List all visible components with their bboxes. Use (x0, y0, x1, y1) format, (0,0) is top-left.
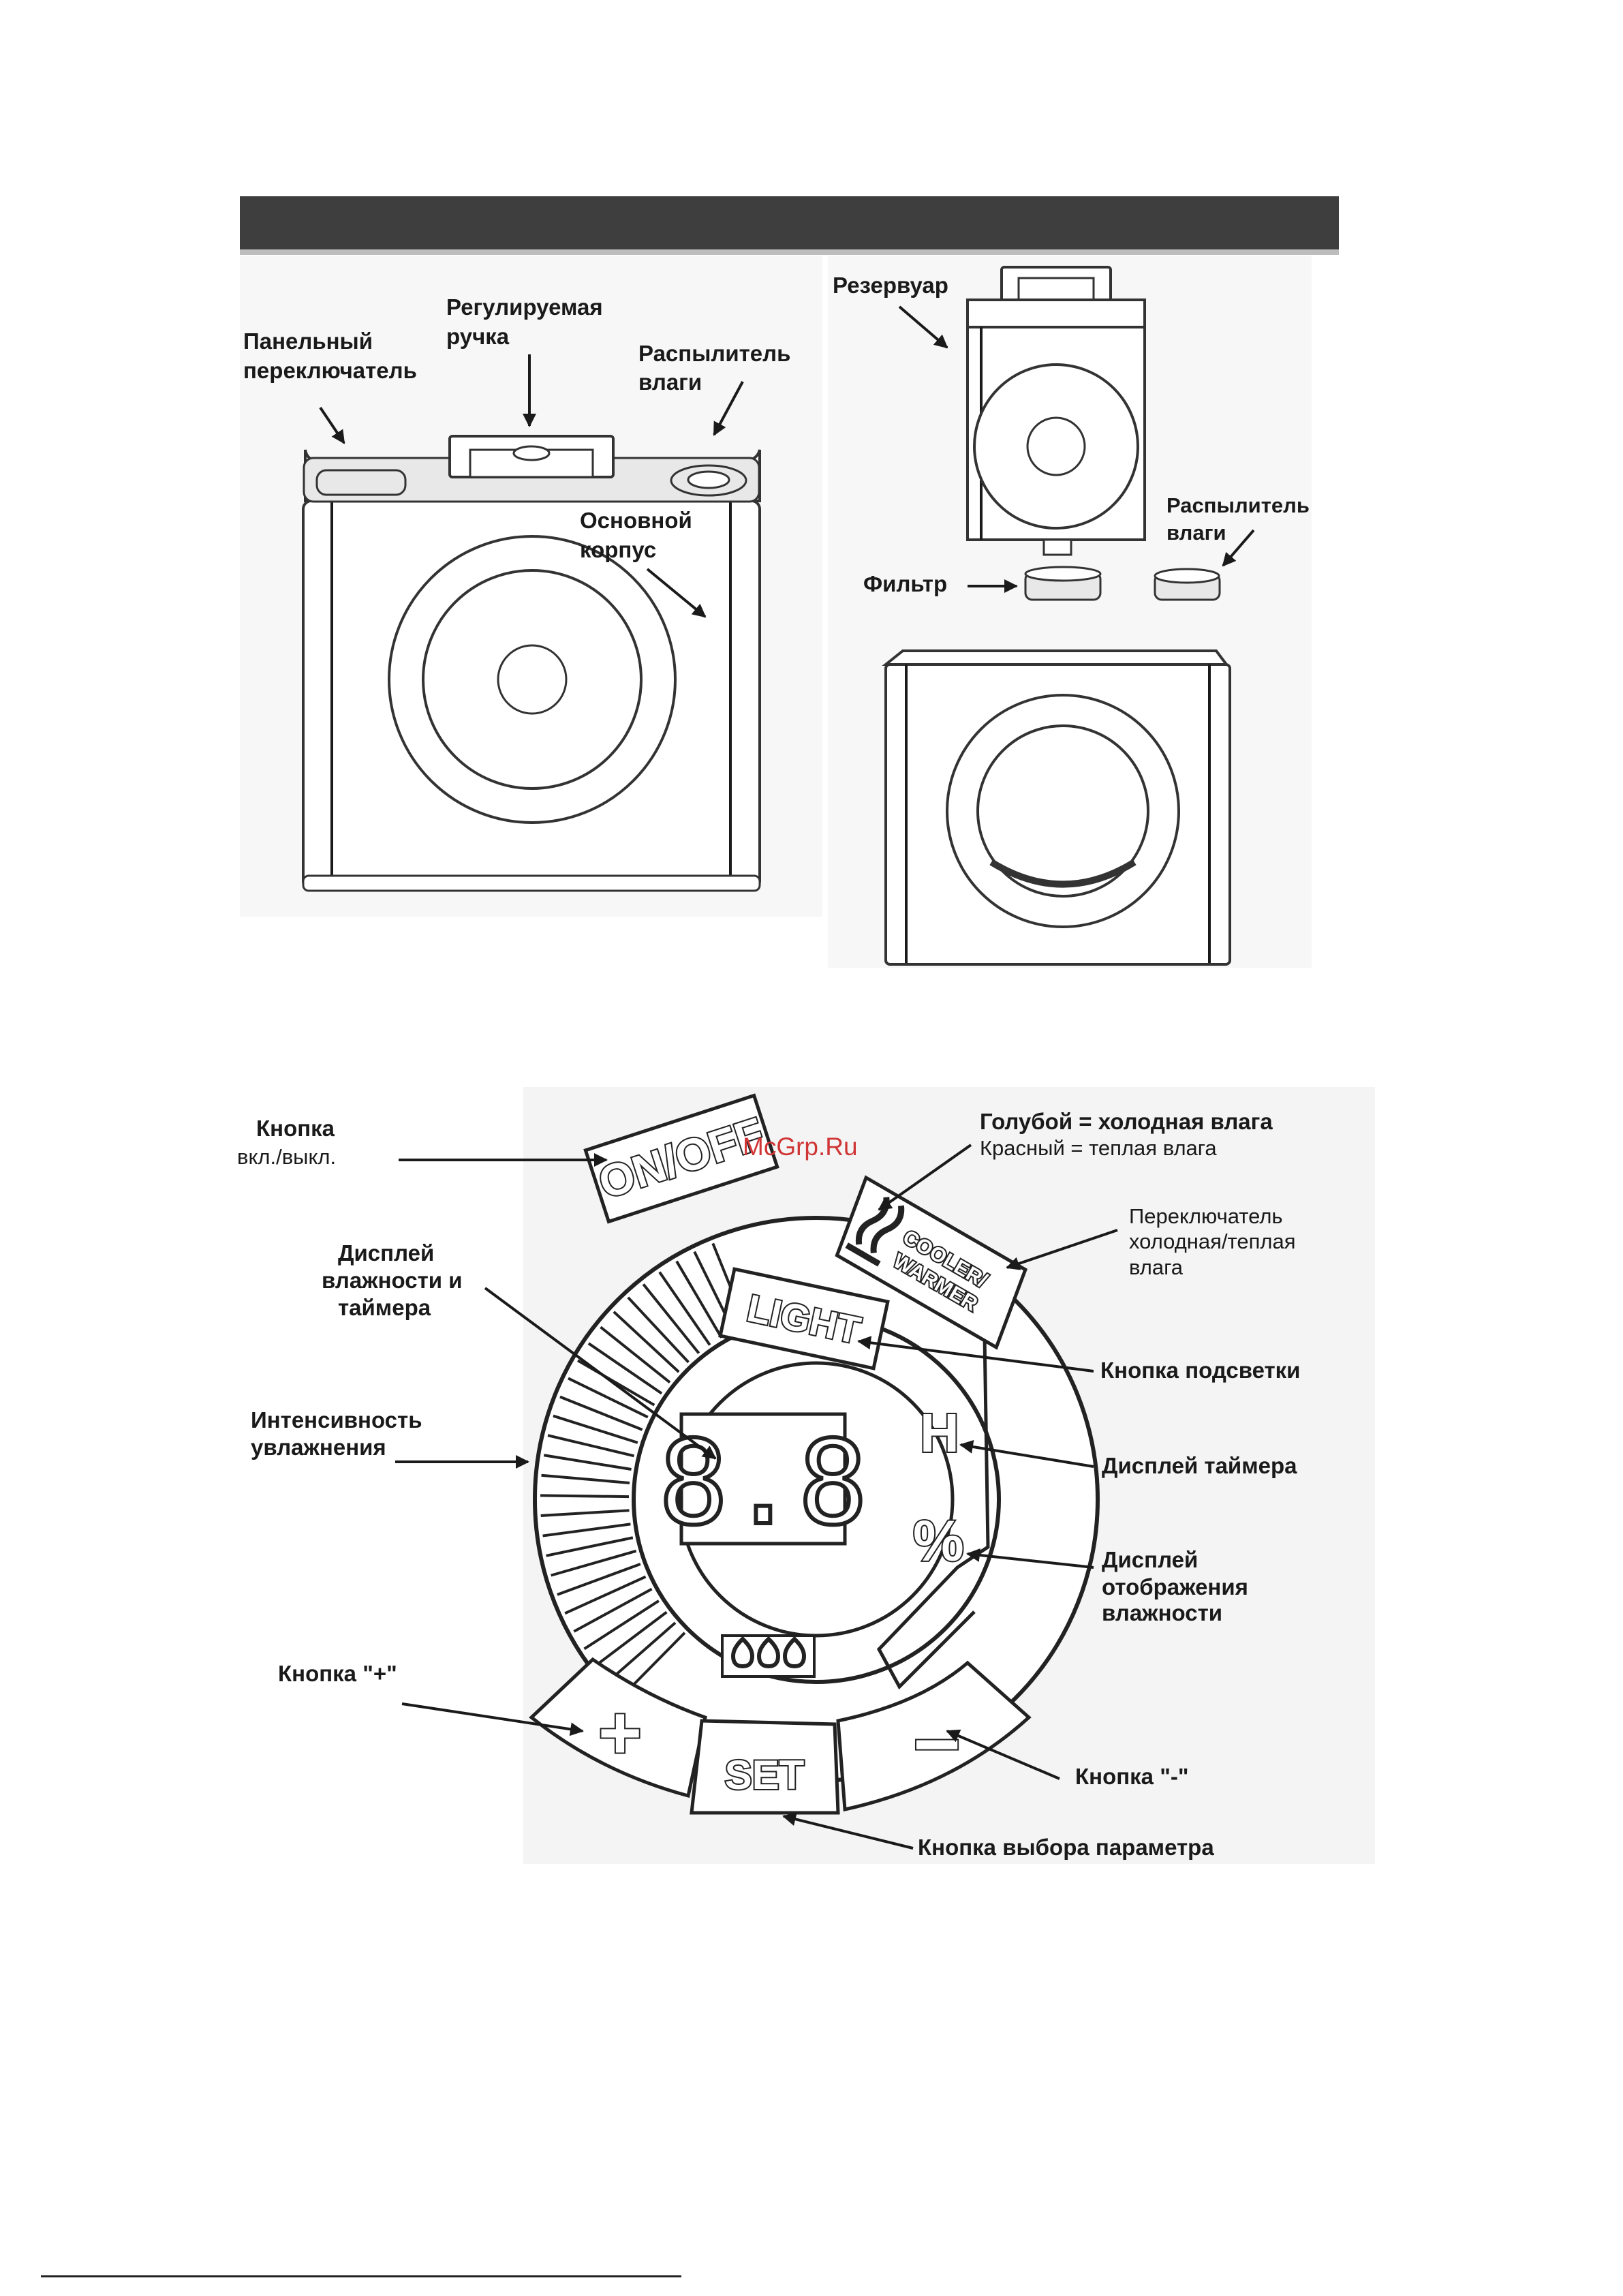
label-main-body-2: корпус (580, 537, 656, 562)
intensity-segment (600, 1326, 671, 1383)
label-minus: Кнопка "-" (1075, 1764, 1188, 1789)
intensity-segment (595, 1610, 668, 1667)
arrow-cw-switch (1006, 1229, 1118, 1270)
label-timer: Дисплей таймера (1102, 1453, 1297, 1478)
label-cw-switch: Переключатель (1129, 1204, 1283, 1228)
intensity-segments (540, 1242, 747, 1697)
intensity-segment (541, 1473, 630, 1485)
intensity-segment (540, 1509, 630, 1518)
label-intensity: Интенсивность (251, 1407, 422, 1433)
intensity-segment (546, 1536, 634, 1557)
disassembled-illustration (828, 256, 1312, 968)
arrow-color (878, 1144, 972, 1211)
label-onoff: Кнопка (256, 1116, 335, 1141)
header-bar-shadow (240, 249, 1339, 255)
intensity-segment (543, 1454, 632, 1471)
watermark: McGrp.Ru (743, 1133, 858, 1161)
label-humidity-2: отображения (1102, 1574, 1248, 1599)
intensity-segment (553, 1414, 638, 1444)
label-cw-switch-2: холодная/теплая (1129, 1229, 1296, 1253)
intensity-segment (559, 1395, 643, 1431)
arrow-humidity (966, 1548, 1094, 1569)
label-light: Кнопка подсветки (1100, 1358, 1300, 1383)
intensity-segment (551, 1549, 637, 1577)
arrow-main-body (646, 568, 707, 618)
arrow-plus (401, 1702, 584, 1736)
label-main-body: Основной (580, 508, 692, 533)
intensity-segment (587, 1342, 663, 1395)
intensity-segment (547, 1434, 634, 1458)
intensity-segment (564, 1575, 647, 1615)
cooler-warmer-switch[interactable]: COOLER/ WARMER (825, 1175, 1037, 1350)
arrow-light (857, 1336, 1094, 1373)
label-handle: Регулируемая (446, 294, 603, 320)
label-tank: Резервуар (833, 273, 948, 298)
arrow-set (782, 1812, 914, 1850)
arrow-tank (898, 305, 948, 349)
svg-text:−: − (913, 1698, 961, 1790)
arrow-panel-switch (319, 406, 345, 444)
svg-text:+: + (598, 1691, 642, 1775)
set-button[interactable]: SET (690, 1719, 840, 1815)
minus-button[interactable]: − (836, 1660, 1032, 1812)
intensity-segment (568, 1377, 649, 1419)
svg-text:SET: SET (725, 1752, 805, 1798)
label-handle-2: ручка (446, 324, 510, 349)
intensity-segment (613, 1311, 680, 1373)
label-color-blue: Голубой = холодная влага (980, 1109, 1273, 1134)
label-display-3: таймера (338, 1295, 431, 1320)
intensity-segment (576, 1359, 655, 1407)
label-humidity: Дисплей (1102, 1547, 1198, 1572)
drops-icon (721, 1634, 816, 1678)
arrow-display (484, 1287, 717, 1460)
intensity-segment (658, 1271, 711, 1346)
label-intensity-2: увлажнения (251, 1435, 386, 1460)
percent-indicator: % (913, 1509, 964, 1573)
label-onoff-2: вкл./выкл. (237, 1145, 336, 1169)
led-display: 8.8 (656, 1412, 870, 1553)
label-mist: Распылитель (638, 341, 790, 366)
display-digits: 8.8 (658, 1416, 867, 1551)
label-panel-switch-2: переключатель (243, 358, 417, 383)
label-display-2: влажности и (322, 1268, 462, 1293)
intensity-segment (607, 1621, 677, 1683)
label-color-red: Красный = теплая влага (980, 1136, 1217, 1160)
hours-indicator: H (920, 1403, 959, 1463)
label-mist-2: влаги (638, 369, 702, 395)
label-set: Кнопка выбора параметра (918, 1835, 1214, 1860)
intensity-segment (542, 1522, 631, 1537)
plus-button[interactable]: + (529, 1657, 707, 1798)
label-plus: Кнопка "+" (278, 1661, 397, 1686)
intensity-segment (583, 1599, 660, 1651)
light-button[interactable]: LIGHT (718, 1267, 890, 1371)
arrow-timer (959, 1440, 1094, 1468)
header-bar (240, 196, 1339, 249)
intensity-segment (642, 1283, 700, 1354)
intensity-segment (573, 1587, 653, 1633)
label-mist-2-bottom: влаги (1166, 521, 1226, 545)
intensity-segment (627, 1296, 690, 1364)
intensity-segment (675, 1260, 723, 1338)
label-humidity-3: влажности (1102, 1600, 1222, 1625)
arrow-minus (946, 1729, 1060, 1780)
label-filter: Фильтр (863, 571, 947, 596)
label-display: Дисплей (338, 1240, 434, 1266)
arrow-mist-2 (1222, 529, 1255, 567)
main-humidifier-illustration (240, 256, 822, 917)
arrow-mist (713, 381, 744, 436)
label-panel-switch: Панельный (243, 328, 373, 354)
label-mist-2-top: Распылитель (1166, 493, 1310, 517)
intensity-segment (540, 1494, 630, 1499)
label-cw-switch-3: влага (1129, 1255, 1184, 1279)
intensity-segment (557, 1563, 641, 1596)
